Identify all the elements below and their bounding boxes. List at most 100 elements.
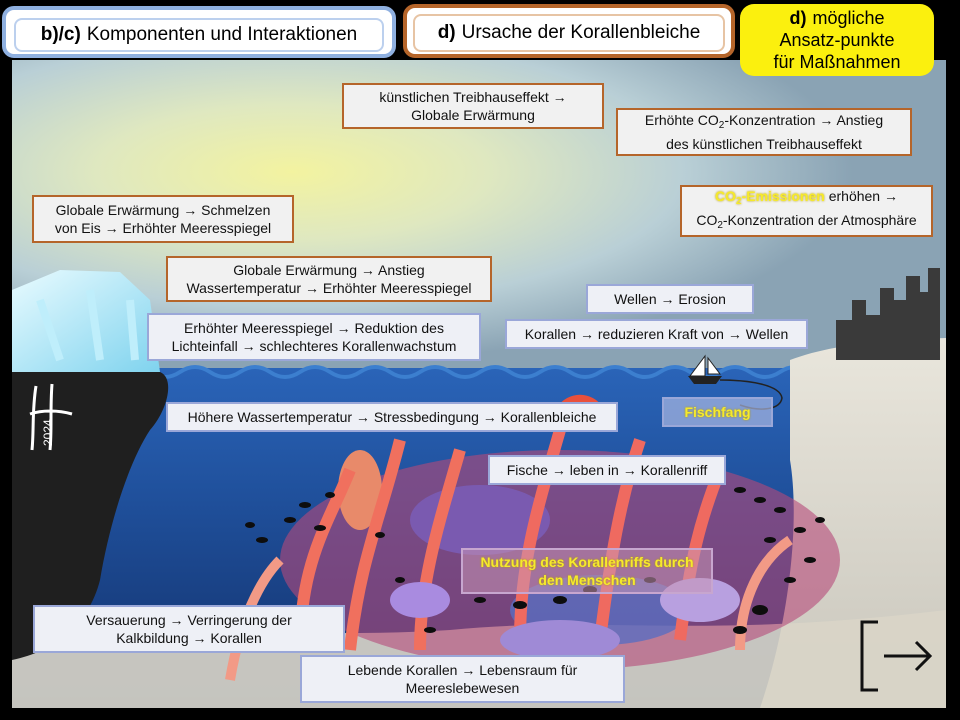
licht-a: Erhöhter Meeresspiegel bbox=[184, 320, 333, 336]
ice-cracks bbox=[36, 289, 139, 362]
stress-c: Korallenbleiche bbox=[500, 409, 597, 425]
box-wellen-erosion: Wellen → Erosion bbox=[586, 284, 754, 314]
box-korallen-wellen: Korallen → reduzieren Kraft von → Wellen bbox=[505, 319, 808, 349]
eis-c: von Eis bbox=[54, 220, 101, 236]
nutzung-b: den Menschen bbox=[538, 572, 636, 588]
emissionen-a: CO bbox=[715, 188, 736, 204]
treibhaus-line1: künstlichen Treibhauseffekt → bbox=[379, 88, 566, 106]
tab-bc-label: Komponenten und Interaktionen bbox=[86, 24, 358, 45]
ice-shelf bbox=[12, 270, 160, 372]
nutzung-a: Nutzung des Korallenriffs durch bbox=[480, 554, 694, 570]
tab-bc-prefix: b)/c) bbox=[40, 24, 81, 45]
artist-signature: 2024 bbox=[29, 383, 73, 451]
korallen-wellen-b: reduzieren Kraft von bbox=[597, 326, 724, 342]
stress-a: Höhere Wassertemperatur bbox=[187, 409, 353, 425]
fische-b: leben in bbox=[569, 462, 619, 478]
wellen-a: Wellen bbox=[614, 291, 657, 307]
tab-massnahmen-prefix: d) bbox=[789, 8, 807, 28]
eis-line2: von Eis → Erhöhter Meeresspiegel bbox=[55, 219, 271, 237]
tab-d-label: Ursache der Korallenbleiche bbox=[461, 22, 701, 43]
exit-icon[interactable] bbox=[856, 618, 938, 694]
arrow-icon: → bbox=[355, 409, 370, 425]
versauerung-c: Kalkbildung bbox=[116, 630, 189, 646]
wassertemp-line2: Wassertemperatur → Erhöhter Meeresspiege… bbox=[186, 279, 471, 297]
co2-b: -Konzentration bbox=[724, 112, 816, 128]
lebensraum-b: Lebensraum für bbox=[479, 662, 578, 678]
box-co2-emissionen: CO2-Emissionen erhöhen → CO2-Konzentrati… bbox=[680, 185, 933, 237]
tab-massnahmen-line1: mögliche bbox=[812, 8, 885, 28]
versauerung-line2: Kalkbildung → Korallen bbox=[86, 629, 291, 647]
treibhaus-a: künstlichen Treibhauseffekt bbox=[379, 89, 549, 105]
stress-b: Stressbedingung bbox=[373, 409, 479, 425]
versauerung-a: Versauerung bbox=[86, 612, 166, 628]
co2-d: des künstlichen Treibhauseffekt bbox=[666, 136, 862, 152]
wassertemp-a: Globale Erwärmung bbox=[233, 262, 357, 278]
fische-line: Fische → leben in → Korallenriff bbox=[507, 461, 708, 479]
tab-massnahmen-line3: für Maßnahmen bbox=[773, 52, 901, 72]
arrow-icon: → bbox=[819, 112, 834, 128]
box-lichteinfall: Erhöhter Meeresspiegel → Reduktion des L… bbox=[147, 313, 481, 361]
co2-line1: Erhöhte CO2-Konzentration → Anstieg bbox=[645, 111, 883, 135]
emissionen-line1: CO2-Emissionen erhöhen → bbox=[696, 187, 916, 211]
emissionen-d: CO bbox=[696, 212, 718, 228]
box-co2-konzentration: Erhöhte CO2-Konzentration → Anstieg des … bbox=[616, 108, 912, 156]
arrow-icon: → bbox=[104, 220, 119, 236]
licht-c: Lichteinfall bbox=[171, 338, 238, 354]
emissionen-c: erhöhen bbox=[828, 188, 881, 204]
arrow-icon: → bbox=[551, 462, 566, 478]
fische-c: Korallenriff bbox=[640, 462, 708, 478]
tab-ursache-korallenbleiche[interactable]: d) Ursache der Korallenbleiche bbox=[403, 4, 735, 58]
stress-line: Höhere Wassertemperatur → Stressbedingun… bbox=[188, 408, 597, 426]
licht-line2: Lichteinfall → schlechteres Korallenwach… bbox=[172, 337, 457, 355]
arrow-icon: → bbox=[727, 326, 742, 342]
box-fischfang: Fischfang bbox=[662, 397, 773, 427]
eis-a: Globale Erwärmung bbox=[55, 202, 180, 218]
arrow-icon: → bbox=[360, 262, 375, 278]
korallen-wellen-c: Wellen bbox=[745, 326, 789, 342]
arrow-icon: → bbox=[660, 291, 675, 307]
wassertemp-line1: Globale Erwärmung → Anstieg bbox=[186, 261, 471, 279]
box-nutzung-korallenriff: Nutzung des Korallenriffs durch den Mensc… bbox=[461, 548, 713, 594]
eis-line1: Globale Erwärmung → Schmelzen bbox=[55, 201, 271, 219]
arrow-icon: → bbox=[579, 326, 594, 342]
box-korallenbleiche: Höhere Wassertemperatur → Stressbedingun… bbox=[166, 402, 618, 432]
arrow-icon: → bbox=[883, 188, 898, 204]
signature-year: 2024 bbox=[41, 419, 55, 446]
box-versauerung: Versauerung → Verringerung der Kalkbildu… bbox=[33, 605, 345, 653]
emissionen-b: -Emissionen bbox=[741, 188, 825, 204]
arrow-icon: → bbox=[622, 462, 637, 478]
wassertemp-d: Erhöhter Meeresspiegel bbox=[322, 280, 472, 296]
fishing-boat bbox=[688, 354, 783, 410]
co2-sub: 2 bbox=[718, 120, 725, 131]
licht-d: schlechteres Korallenwachstum bbox=[259, 338, 457, 354]
licht-line1: Erhöhter Meeresspiegel → Reduktion des bbox=[172, 319, 457, 337]
tab-komponenten-interaktionen[interactable]: b)/c) Komponenten und Interaktionen bbox=[2, 6, 396, 58]
arrow-icon: → bbox=[241, 338, 256, 354]
tab-ansatzpunkte-massnahmen[interactable]: d)mögliche Ansatz-punkte für Maßnahmen bbox=[740, 4, 934, 76]
box-lebensraum: Lebende Korallen → Lebensraum für Meeres… bbox=[300, 655, 625, 703]
emissionen-sub: 2 bbox=[736, 196, 742, 207]
emissionen-line2: CO2-Konzentration der Atmosphäre bbox=[696, 211, 916, 235]
fischfang-label: Fischfang bbox=[684, 404, 751, 420]
box-wassertemperatur: Globale Erwärmung → Anstieg Wassertemper… bbox=[166, 256, 492, 302]
korallen-wellen-line: Korallen → reduzieren Kraft von → Wellen bbox=[525, 325, 789, 343]
treibhaus-b: Globale Erwärmung bbox=[411, 107, 535, 123]
lebensraum-a: Lebende Korallen bbox=[347, 662, 458, 678]
wassertemp-b: Anstieg bbox=[378, 262, 425, 278]
arrow-icon: → bbox=[461, 662, 476, 678]
arrow-icon: → bbox=[336, 320, 351, 336]
city-skyline bbox=[836, 268, 940, 360]
wellen-line: Wellen → Erosion bbox=[614, 290, 726, 308]
eis-b: Schmelzen bbox=[201, 202, 271, 218]
versauerung-b: Verringerung der bbox=[187, 612, 292, 628]
emissionen-sub2: 2 bbox=[717, 220, 723, 231]
arrow-icon: → bbox=[192, 630, 207, 646]
fische-a: Fische bbox=[506, 462, 548, 478]
emissionen-e: -Konzentration der Atmosphäre bbox=[722, 212, 917, 228]
arrow-icon: → bbox=[304, 280, 319, 296]
korallen-wellen-a: Korallen bbox=[524, 326, 577, 342]
co2-c: Anstieg bbox=[836, 112, 884, 128]
licht-b: Reduktion des bbox=[354, 320, 444, 336]
arrow-icon: → bbox=[552, 89, 567, 105]
